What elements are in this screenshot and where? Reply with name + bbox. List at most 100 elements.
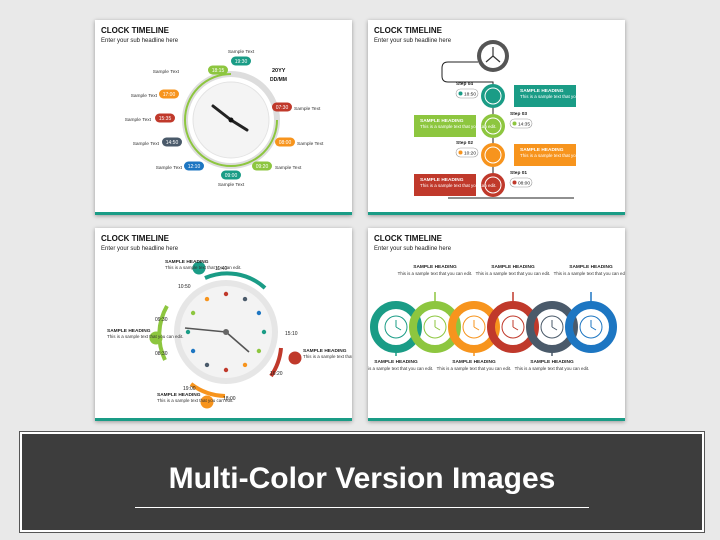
pill-time: 19:30 — [235, 59, 248, 65]
slide-title: CLOCK TIMELINE — [374, 26, 442, 35]
clock-dot — [190, 348, 196, 354]
step-time: 14:35 — [518, 122, 530, 128]
clock-hand — [551, 326, 558, 331]
slide-footer-bar — [95, 418, 352, 421]
callout-heading: SAMPLE HEADING — [157, 392, 201, 398]
pill-time: 12:10 — [188, 164, 201, 170]
step-label: Step 03 — [510, 111, 527, 117]
step-body: This is a sample text that you can edit. — [520, 153, 597, 158]
callout-body: This is a sample text that you can edit. — [303, 354, 352, 359]
clock-time-label: 11:40 — [215, 266, 227, 272]
slide-title: CLOCK TIMELINE — [101, 234, 169, 243]
step-heading: SAMPLE HEADING — [420, 118, 464, 124]
slide-subtitle: Enter your sub headline here — [374, 38, 452, 44]
item-heading: SAMPLE HEADING — [491, 264, 535, 270]
step-time: 08:00 — [518, 181, 530, 187]
pill-label: Sample Text — [125, 117, 152, 123]
step-time-dot — [512, 180, 517, 185]
time-pill — [221, 170, 241, 180]
step-heading-box — [514, 85, 576, 107]
clock-dot — [204, 296, 210, 302]
step-heading: SAMPLE HEADING — [420, 177, 464, 183]
time-pill — [275, 137, 295, 147]
slide-footer-bar — [368, 418, 625, 421]
clock-time-label: 09:30 — [155, 317, 168, 323]
clock-hand — [434, 326, 441, 331]
step-time-pill — [455, 88, 479, 99]
step-time-pill — [455, 147, 479, 158]
item-heading: SAMPLE HEADING — [452, 359, 496, 365]
time-pill — [231, 56, 251, 66]
item-body: This is a sample text that you can edit. — [398, 271, 473, 276]
step-time: 18:50 — [464, 92, 476, 98]
item-heading: SAMPLE HEADING — [413, 264, 457, 270]
step-time-pill — [509, 118, 533, 129]
clock-time-label: 15:10 — [285, 331, 298, 337]
item-body: This is a sample text that you can edit. — [368, 366, 433, 371]
callout-body: This is a sample text that you can edit. — [165, 265, 242, 270]
item-body: This is a sample text that you can edit. — [515, 366, 590, 371]
date-dm: DD/MM — [270, 77, 287, 83]
pill-label: Sample Text — [297, 141, 324, 147]
pill-time: 09:20 — [256, 164, 269, 170]
step-time: 10:20 — [464, 151, 476, 157]
pill-label: Sample Text — [275, 165, 302, 171]
time-pill — [162, 137, 182, 147]
slide-subtitle: Enter your sub headline here — [374, 246, 452, 252]
step-body: This is a sample text that you can edit. — [420, 183, 497, 188]
callout-heading: SAMPLE HEADING — [107, 328, 151, 334]
banner-title: Multi-Color Version Images — [168, 462, 556, 495]
step-heading-box — [414, 115, 476, 137]
clock-time-label: 19:00 — [183, 386, 196, 392]
item-heading: SAMPLE HEADING — [569, 264, 613, 270]
slide-subtitle: Enter your sub headline here — [101, 38, 179, 44]
slide-thumbnail-4[interactable]: CLOCK TIMELINE Enter your sub headline h… — [368, 228, 625, 421]
slide-footer-bar — [95, 212, 352, 215]
step-heading: SAMPLE HEADING — [520, 88, 564, 94]
wave-ring — [487, 301, 539, 353]
clock-dot — [261, 329, 267, 335]
time-pill — [159, 89, 179, 99]
pill-time: 17:00 — [163, 92, 176, 98]
step-label: Step 01 — [510, 170, 527, 176]
step-label: Step 04 — [456, 81, 473, 87]
time-pill — [155, 113, 175, 123]
gear-icon — [484, 87, 502, 105]
wave-ring — [409, 301, 461, 353]
item-body: This is a sample text that you can edit. — [437, 366, 512, 371]
item-body: This is a sample text that you can edit. — [476, 271, 551, 276]
clock-dot — [223, 367, 229, 373]
item-heading: SAMPLE HEADING — [374, 359, 418, 365]
pill-label: Sample Text — [228, 49, 255, 55]
time-pill — [184, 161, 204, 171]
callout-body: This is a sample text that you can edit. — [107, 334, 184, 339]
pill-time: 07:30 — [276, 105, 289, 111]
clock-time-label: 10:50 — [178, 284, 191, 290]
wave-ring — [565, 301, 617, 353]
hourglass-icon — [192, 261, 206, 275]
slide-title: CLOCK TIMELINE — [374, 234, 442, 243]
clock-dot — [190, 310, 196, 316]
step-time-dot — [458, 91, 463, 96]
callout-heading: SAMPLE HEADING — [165, 259, 209, 265]
pill-label: Sample Text — [156, 165, 183, 171]
slide-footer-bar — [368, 212, 625, 215]
truck-icon — [200, 395, 214, 409]
slide-thumbnail-1[interactable]: CLOCK TIMELINE Enter your sub headline h… — [95, 20, 352, 215]
slide-thumbnail-2[interactable]: CLOCK TIMELINE Enter your sub headline h… — [368, 20, 625, 215]
pill-time: 15:35 — [159, 116, 172, 122]
step-label: Step 02 — [456, 140, 473, 146]
step-heading-box — [414, 174, 476, 196]
pill-label: Sample Text — [218, 182, 245, 188]
slide-thumbnail-3[interactable]: CLOCK TIMELINE Enter your sub headline h… — [95, 228, 352, 421]
time-pill — [208, 65, 228, 75]
pill-label: Sample Text — [133, 141, 160, 147]
step-time-dot — [512, 121, 517, 126]
clock-time-label: 16:20 — [270, 371, 283, 377]
step-body: This is a sample text that you can edit. — [420, 124, 497, 129]
step-heading-box — [514, 144, 576, 166]
slide-title: CLOCK TIMELINE — [101, 26, 169, 35]
